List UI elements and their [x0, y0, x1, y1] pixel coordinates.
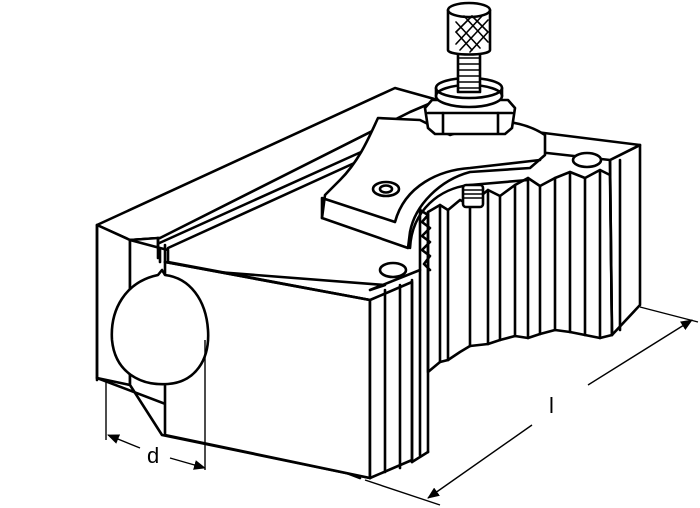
dimension-l: l — [364, 306, 699, 506]
dimension-d-label: d — [147, 443, 159, 468]
pins — [378, 151, 603, 279]
bore — [110, 268, 210, 386]
clamp-screw — [423, 1, 517, 136]
dimension-d: d — [105, 340, 206, 470]
dimension-l-label: l — [549, 393, 554, 418]
fluted-side — [368, 128, 642, 480]
